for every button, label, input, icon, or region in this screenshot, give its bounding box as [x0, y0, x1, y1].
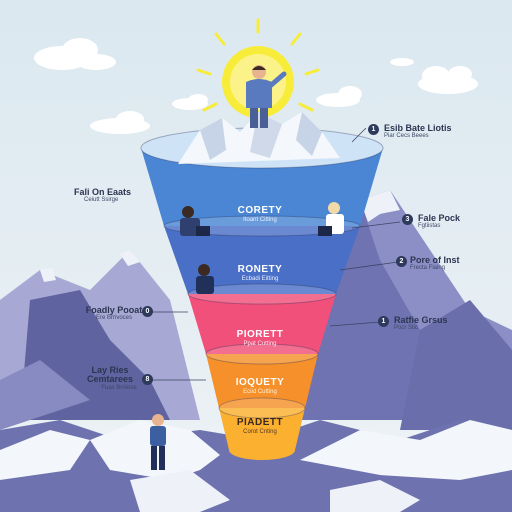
callout-left-1: Fali On Eaats Ceiutt Ssirge — [74, 187, 132, 204]
callout-right-1: 1 Esib Bate Liotis Piar Cecs Beees — [368, 123, 452, 140]
tier-subtitle: Ppat Cutting — [243, 340, 277, 347]
funnel-tier-5: PIADETT Corot Cnting — [200, 417, 320, 435]
number-badge: 3 — [402, 214, 413, 225]
callout-subtitle: Pocr Stic — [394, 325, 419, 332]
callout-title: Esib Bate Liotis — [384, 123, 452, 133]
funnel-tier-shape — [188, 294, 336, 364]
callout-subtitle: Fgtiistas — [418, 223, 441, 230]
funnel-tier-shape — [219, 408, 305, 460]
funnel-tier-3: PIORETT Ppat Cutting — [200, 329, 320, 347]
cloud-icon — [390, 58, 414, 66]
tier-subtitle: Itoant Citting — [243, 216, 277, 223]
tier-title: IOQUETY — [235, 377, 285, 388]
cloud-icon — [418, 66, 478, 94]
callout-right-2: 3 Fale Pock Fgtiistas — [402, 213, 461, 230]
funnel-tier-rim — [205, 343, 319, 365]
funnel-tier-rim — [163, 215, 361, 237]
tier-subtitle: Corot Cnting — [243, 428, 277, 435]
callout-right-4: 1 Ratfie Grsus Pocr Stic — [378, 315, 448, 332]
callout-subtitle: Ere Brrivoces — [95, 315, 132, 322]
funnel-tier-rim — [218, 397, 306, 419]
cloud-icon — [172, 94, 208, 110]
person-figure — [150, 414, 166, 470]
person-figure — [180, 206, 210, 236]
number-badge: 2 — [396, 256, 407, 267]
callout-subtitle: Piar Cecs Beees — [384, 133, 429, 140]
callout-title: Fale Pock — [418, 213, 461, 223]
callout-left-3: Lay Ries Cemtarees Fuas Brriiese 8 — [84, 365, 154, 391]
tier-subtitle: Eciid Cutting — [243, 388, 277, 395]
number-badge: 1 — [368, 124, 379, 135]
callout-right-3: 2 Pore of Inst Frecta Flaing — [396, 255, 460, 272]
person-figure — [196, 264, 214, 294]
funnel-tier-shape — [141, 148, 383, 236]
number-badge: 1 — [378, 316, 389, 327]
person-figure — [246, 65, 287, 128]
person-figure — [318, 202, 344, 236]
funnel-tier-1: CORETY Itoant Citting — [200, 205, 320, 223]
callout-subtitle: Ceiutt Ssirge — [84, 197, 119, 204]
funnel-tier-4: IOQUETY Eciid Cutting — [200, 377, 320, 395]
tier-subtitle: Ecbadi Eitting — [241, 275, 279, 282]
snow-peak-icon — [178, 112, 340, 164]
cloud-icon — [90, 111, 150, 134]
callout-title: Pore of Inst — [410, 255, 460, 265]
cloud-icon — [34, 38, 116, 70]
callout-left-2: Foadly Pooat Ere Brrivoces 0 — [74, 305, 154, 322]
callout-title: Ratfie Grsus — [394, 315, 448, 325]
cloud-icon — [316, 86, 362, 107]
leader-lines — [150, 127, 401, 381]
funnel-tier-shape — [206, 354, 318, 418]
number-badge: 0 — [142, 306, 153, 317]
funnel-tier-rim — [187, 283, 337, 305]
number-badge: 8 — [142, 374, 153, 385]
tier-title: PIORETT — [236, 329, 284, 340]
snow-peak-icon — [40, 190, 400, 282]
callout-subtitle: Fuas Brriiese — [101, 384, 137, 391]
tier-title: CORETY — [237, 205, 283, 216]
tier-title: PIADETT — [236, 417, 284, 428]
callout-title: Fali On Eaats — [74, 187, 132, 197]
callout-subtitle: Frecta Flaing — [410, 265, 446, 272]
tier-title: RONETY — [237, 264, 283, 275]
callout-title: Lay Ries Cemtarees — [86, 365, 134, 385]
mountain-icon — [0, 420, 512, 512]
funnel-tier-2: RONETY Ecbadi Eitting — [200, 264, 320, 282]
callout-title: Foadly Pooat — [85, 305, 143, 315]
